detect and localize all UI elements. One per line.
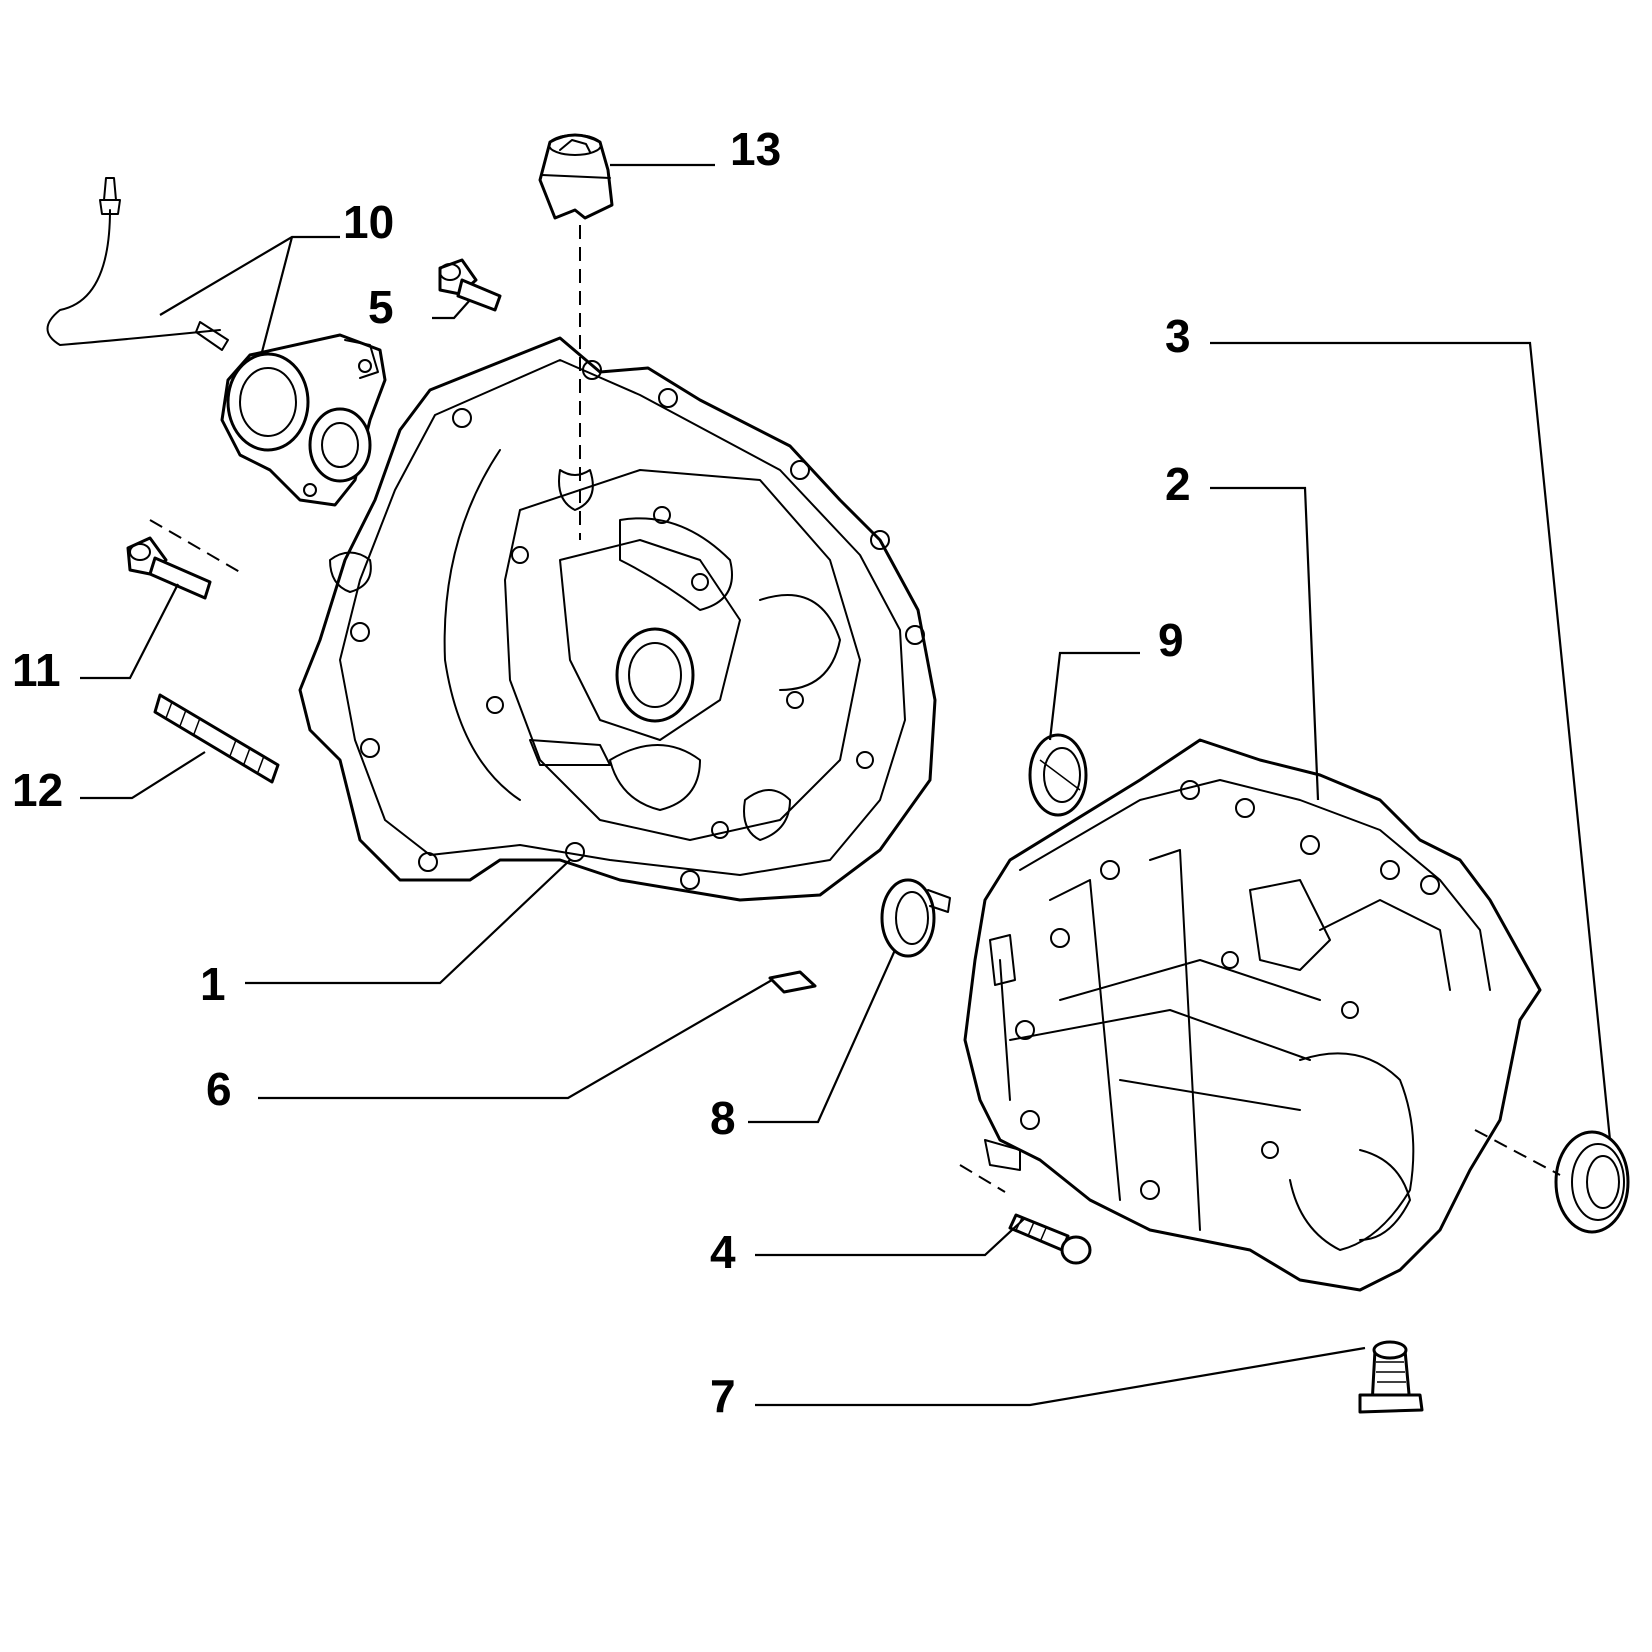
- leader-6: [258, 979, 773, 1100]
- callout-1: 1: [200, 958, 226, 1010]
- part-5-bolt: [438, 258, 502, 312]
- callout-12: 12: [12, 764, 63, 816]
- leader-5: [432, 299, 471, 320]
- leader-2: [1210, 486, 1320, 801]
- callout-9: 9: [1158, 614, 1184, 666]
- part-8-cover-cap: [880, 878, 951, 958]
- callout-labels: 1 2 3 4 5 6 7 8 9 10 11 12 13: [12, 123, 1191, 1422]
- part-3-oil-seal: [1554, 1130, 1630, 1234]
- callout-5: 5: [368, 281, 394, 333]
- callout-4: 4: [710, 1226, 736, 1278]
- leader-9: [1048, 651, 1140, 741]
- part-4-bolt: [1008, 1213, 1092, 1265]
- part-6-shim-plate: [768, 970, 817, 994]
- callout-13: 13: [730, 123, 781, 175]
- part-2-gearbox-case: [963, 738, 1542, 1292]
- leader-10b: [260, 236, 294, 353]
- leader-lines: [80, 163, 1612, 1407]
- part-10-slave-cylinder: [46, 177, 387, 507]
- leader-8: [748, 949, 897, 1124]
- part-11-bolt: [126, 536, 212, 600]
- leader-7: [755, 1346, 1366, 1407]
- callout-2: 2: [1165, 458, 1191, 510]
- leader-11: [80, 583, 179, 680]
- callout-11: 11: [12, 644, 61, 696]
- part-13-sleeve: [538, 133, 614, 220]
- callout-7: 7: [710, 1370, 736, 1422]
- leader-12: [80, 751, 206, 800]
- callout-6: 6: [206, 1063, 232, 1115]
- part-12-stud: [153, 693, 280, 784]
- callout-10: 10: [343, 196, 394, 248]
- leader-4: [755, 1217, 1026, 1257]
- callout-8: 8: [710, 1092, 736, 1144]
- callout-3: 3: [1165, 310, 1191, 362]
- leader-10a: [159, 235, 340, 316]
- alignment-lines: [149, 225, 1561, 1193]
- leader-1: [245, 859, 571, 985]
- part-1-bell-housing: [298, 336, 937, 902]
- part-7-drain-plug: [1358, 1340, 1424, 1414]
- part-9-cover-cap: [1028, 733, 1088, 817]
- leader-3: [1210, 341, 1612, 1141]
